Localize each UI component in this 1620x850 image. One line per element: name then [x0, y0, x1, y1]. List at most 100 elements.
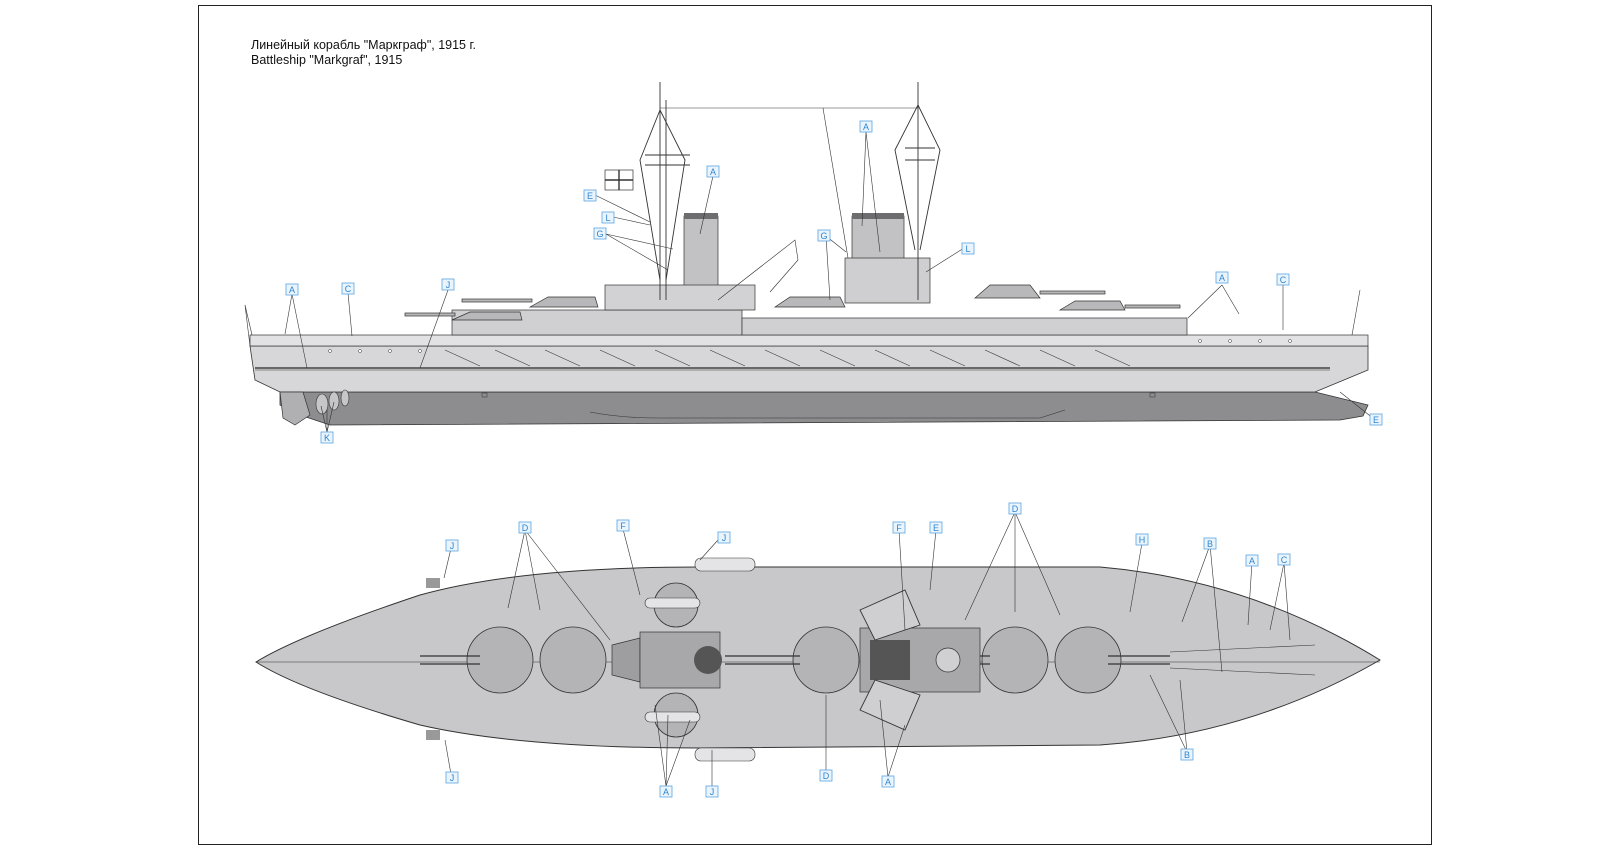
plan-aft-funnel — [694, 646, 722, 674]
callout-letter: A — [863, 122, 869, 132]
portholes — [328, 339, 1292, 353]
side-callouts: A C J K E L G A A G L A C E — [285, 120, 1383, 444]
callout-letter: K — [324, 433, 330, 443]
callout-side-j: J — [441, 278, 455, 291]
callout-plan-c: C — [1277, 553, 1291, 566]
boat-crane — [717, 239, 799, 301]
drawing-frame — [198, 5, 1432, 845]
side-turrets — [404, 284, 1181, 321]
callout-side-a-foremast: A — [859, 120, 873, 133]
callout-letter: A — [710, 167, 716, 177]
side-view — [244, 82, 1369, 426]
callout-letter: E — [933, 523, 939, 533]
callout-letter: J — [722, 533, 727, 543]
callout-letter: G — [820, 231, 827, 241]
plan-conning-tower — [935, 647, 961, 673]
propellers — [315, 389, 350, 415]
aft-funnel-cap — [684, 213, 718, 219]
callout-plan-e: E — [929, 521, 943, 534]
callout-letter: F — [620, 521, 626, 531]
callout-letter: A — [1249, 556, 1255, 566]
plan-fore-funnel — [870, 640, 910, 680]
callout-plan-a-top: A — [1245, 554, 1259, 567]
callout-letter: B — [1184, 750, 1190, 760]
casemate-lines — [444, 349, 1131, 367]
callout-side-a-funnel: A — [706, 165, 720, 178]
callout-letter: F — [896, 523, 902, 533]
callout-letter: A — [1219, 273, 1225, 283]
callout-side-g-aft: G — [593, 227, 607, 240]
fore-funnel-cap — [852, 213, 904, 219]
callout-letter: H — [1139, 535, 1146, 545]
plan-view — [255, 557, 1381, 762]
hull-hatch — [1149, 392, 1156, 398]
ensign-flag — [604, 169, 634, 191]
fore-superstructure — [741, 317, 1188, 336]
side-leaders — [284, 131, 1375, 433]
plan-anchor-chains — [1169, 644, 1316, 676]
callout-side-g-fore: G — [817, 229, 831, 242]
callout-side-c-bow: C — [1276, 273, 1290, 286]
bilge-keel — [589, 409, 1066, 419]
callout-letter: C — [1280, 275, 1287, 285]
plan-boats — [644, 557, 756, 762]
callout-side-e-bow: E — [1369, 413, 1383, 426]
plan-boom-top — [426, 578, 440, 588]
callout-letter: G — [596, 229, 603, 239]
callout-letter: D — [522, 523, 529, 533]
callout-plan-b-top: B — [1203, 537, 1217, 550]
callout-letter: J — [450, 773, 455, 783]
callout-letter: D — [823, 771, 830, 781]
callout-side-a-aft: A — [285, 283, 299, 296]
title-english: Battleship "Markgraf", 1915 — [251, 53, 403, 67]
lower-hull — [279, 391, 1369, 426]
callout-plan-f-mid: F — [892, 521, 906, 534]
callout-letter: A — [289, 285, 295, 295]
callout-letter: C — [345, 284, 352, 294]
plan-turrets — [466, 582, 1122, 738]
callout-plan-h: H — [1135, 533, 1149, 546]
callout-letter: L — [965, 244, 970, 254]
callout-side-e-flag: E — [583, 189, 597, 202]
aft-funnel — [683, 215, 719, 297]
callout-side-c-aft: C — [341, 282, 355, 295]
title-russian: Линейный корабль "Маркграф", 1915 г. — [251, 38, 476, 52]
plan-callouts: J D F J F E D H B A C J A J D A B — [445, 502, 1291, 798]
callout-plan-d-fore: D — [1008, 502, 1022, 515]
bow-jackstaff — [1351, 289, 1361, 336]
hull-hatch — [481, 392, 488, 398]
callout-plan-a-bottom: A — [659, 785, 673, 798]
callout-plan-f-aft: F — [616, 519, 630, 532]
upper-hull — [249, 345, 1369, 393]
callout-plan-d-bottom: D — [819, 769, 833, 782]
plan-aft-bridge — [611, 637, 641, 683]
callout-letter: A — [663, 787, 669, 797]
callout-plan-d-aft: D — [518, 521, 532, 534]
callout-letter: E — [587, 191, 593, 201]
callout-letter: L — [605, 213, 610, 223]
callout-plan-a-mid-bottom: A — [881, 775, 895, 788]
callout-side-a-bow: A — [1215, 271, 1229, 284]
callout-letter: J — [710, 787, 715, 797]
callout-plan-j-top: J — [445, 539, 459, 552]
callout-plan-j-bottom-boat: J — [705, 785, 719, 798]
plan-boom-bottom — [426, 730, 440, 740]
callout-side-k: K — [320, 431, 334, 444]
bridge-block — [844, 257, 931, 304]
callout-side-l-bridge: L — [961, 242, 975, 255]
callout-letter: C — [1281, 555, 1288, 565]
callout-letter: J — [446, 280, 451, 290]
callout-plan-j-boat: J — [717, 531, 731, 544]
callout-letter: E — [1373, 415, 1379, 425]
callout-letter: J — [450, 541, 455, 551]
boat-deck — [604, 284, 756, 311]
masts — [639, 82, 941, 300]
callout-plan-b-bottom: B — [1180, 748, 1194, 761]
callout-plan-j-bottom: J — [445, 771, 459, 784]
aft-flagstaff — [244, 304, 253, 347]
callout-letter: A — [885, 777, 891, 787]
rudder — [279, 391, 311, 426]
callout-letter: D — [1012, 504, 1019, 514]
callout-side-l-fore: L — [601, 211, 615, 224]
